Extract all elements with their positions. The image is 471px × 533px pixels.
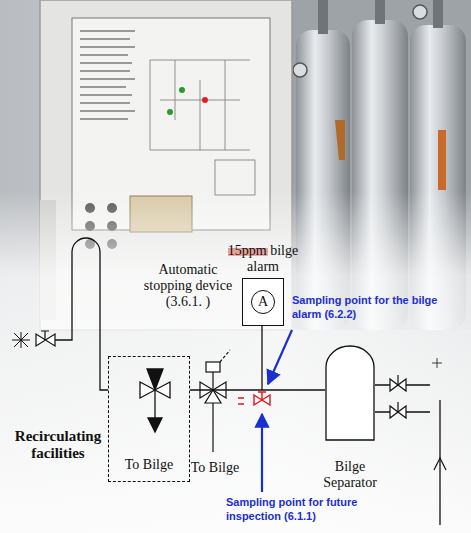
callout-text: Sampling point for the bilge alarm (6.2.… [292,294,464,322]
callout-arrows [262,330,292,492]
white-overlay [0,190,471,533]
callout-text: Sampling point for future inspection (6.… [226,496,412,524]
flow-arrow [434,458,446,470]
separator-tank: Bilge Separator [325,345,375,441]
outlet-valves [390,375,406,418]
recirculating-box: To Bilge [108,356,190,482]
outlet-label: To Bilge [109,457,189,473]
alarm-heading: 15ppm bilge alarm [225,243,301,275]
device-label: Automatic stopping device (3.6.1. ) [136,262,240,310]
alarm-box: 15ppm bilge alarmA [242,278,284,326]
group-label: Recirculating facilities [10,428,106,463]
pipe-connector [190,389,325,390]
light-symbol [12,332,30,348]
tank-outline [325,345,375,441]
three-way-valve [140,369,170,432]
sampling-valve [238,392,270,405]
outlet-label: To Bilge [185,460,245,476]
separator-heading: Bilge Separator [310,459,390,491]
automatic-stopping-valve [200,350,230,452]
piping [55,238,440,525]
inlet-valve [36,331,55,346]
alarm-letter: A [243,279,283,325]
cross-mark [432,358,442,368]
